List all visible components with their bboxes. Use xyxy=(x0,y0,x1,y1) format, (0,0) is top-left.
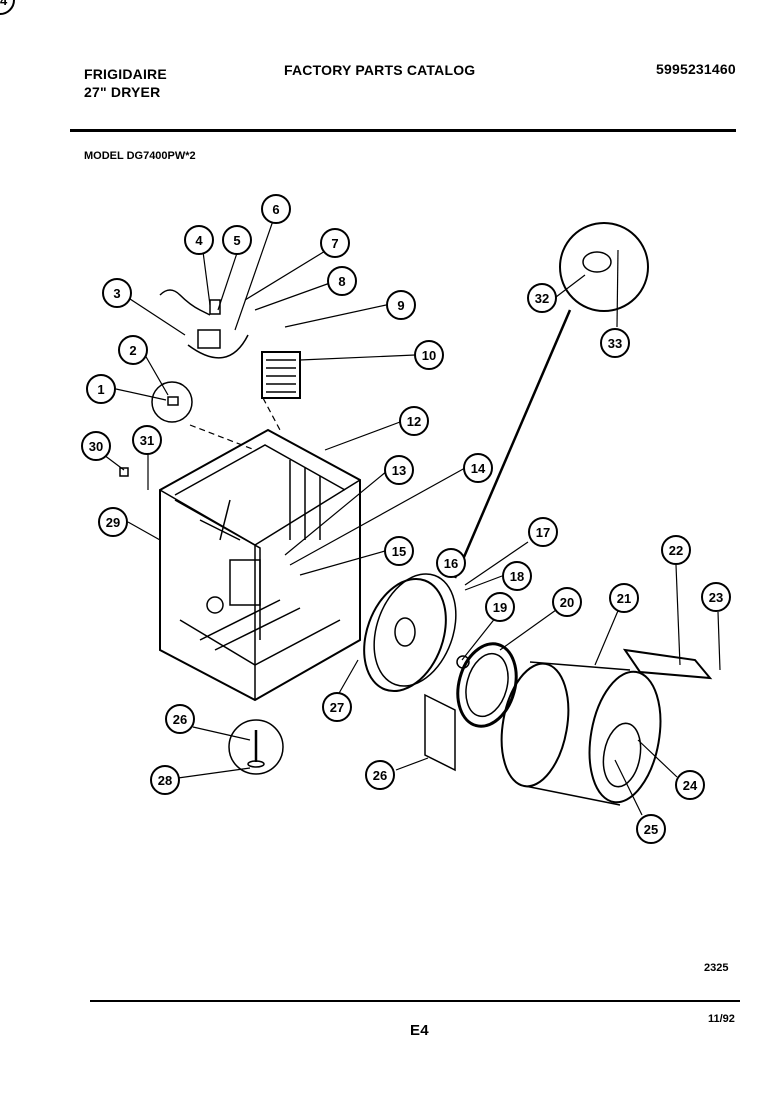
callout-14: 14 xyxy=(463,453,493,483)
header-rule xyxy=(70,129,736,132)
callout-27: 27 xyxy=(322,692,352,722)
leg-detail-drawing xyxy=(228,719,284,775)
callout-8: 8 xyxy=(327,266,357,296)
leader-lines xyxy=(99,214,721,816)
callout-label: 3 xyxy=(113,286,120,301)
callout-label: 19 xyxy=(493,600,507,615)
callout-32: 32 xyxy=(527,283,557,313)
callout-25: 25 xyxy=(636,814,666,844)
callout-label: 22 xyxy=(669,543,683,558)
callout-20: 20 xyxy=(552,587,582,617)
callout-label: 2 xyxy=(129,343,136,358)
callout-label: 9 xyxy=(397,298,404,313)
callout-21: 21 xyxy=(609,583,639,613)
callout-label: 13 xyxy=(392,463,406,478)
callout-24: 24 xyxy=(675,770,705,800)
callout-33: 33 xyxy=(600,328,630,358)
callout-9: 9 xyxy=(386,290,416,320)
callout-label: 5 xyxy=(233,233,240,248)
motor-detail-drawing xyxy=(453,222,649,579)
callout-label: 20 xyxy=(560,595,574,610)
callout-29: 29 xyxy=(98,507,128,537)
callout-label: 12 xyxy=(407,414,421,429)
callout-label: 30 xyxy=(89,439,103,454)
callout-6: 6 xyxy=(261,194,291,224)
callout-label: 4 xyxy=(195,233,203,248)
callout-3: 3 xyxy=(102,278,132,308)
callout-2: 2 xyxy=(118,335,148,365)
date-code: 11/92 xyxy=(708,1013,735,1025)
callout-label: 24 xyxy=(683,778,698,793)
small-parts-drawing xyxy=(119,289,301,477)
callout-label: 17 xyxy=(536,525,550,540)
callout-26: 26 xyxy=(365,760,395,790)
callout-label: 31 xyxy=(140,433,154,448)
part-number: 5995231460 xyxy=(656,61,736,77)
callout-17: 17 xyxy=(528,517,558,547)
callout-label: 34 xyxy=(0,0,8,8)
drawing-number: 2325 xyxy=(704,962,729,974)
callout-label: 33 xyxy=(608,336,622,351)
callout-label: 6 xyxy=(272,202,279,217)
callout-label: 16 xyxy=(444,556,458,571)
callout-label: 8 xyxy=(338,274,345,289)
callout-13: 13 xyxy=(384,455,414,485)
footer-rule xyxy=(90,1000,740,1002)
callout-label: 26 xyxy=(173,712,187,727)
brand-label: FRIGIDAIRE xyxy=(84,66,167,82)
callout-label: 29 xyxy=(106,515,120,530)
callout-22: 22 xyxy=(661,535,691,565)
callout-7: 7 xyxy=(320,228,350,258)
callout-label: 7 xyxy=(331,236,338,251)
baffle-drawing xyxy=(622,648,713,680)
callout-label: 26 xyxy=(373,768,387,783)
callout-label: 18 xyxy=(510,569,524,584)
callout-19: 19 xyxy=(485,592,515,622)
callout-label: 25 xyxy=(644,822,658,837)
callout-26: 26 xyxy=(165,704,195,734)
seal-drawing xyxy=(456,642,518,728)
cabinet-drawing xyxy=(159,428,361,702)
callout-5: 5 xyxy=(222,225,252,255)
callout-28: 28 xyxy=(150,765,180,795)
callout-label: 28 xyxy=(158,773,172,788)
callout-label: 1 xyxy=(97,382,104,397)
model-label: MODEL DG7400PW*2 xyxy=(84,150,196,162)
callout-4: 4 xyxy=(184,225,214,255)
drum-drawing xyxy=(500,661,662,806)
callout-label: 10 xyxy=(422,348,436,363)
callout-label: 21 xyxy=(617,591,631,606)
callout-label: 32 xyxy=(535,291,549,306)
callout-12: 12 xyxy=(399,406,429,436)
callout-label: 15 xyxy=(392,544,406,559)
callout-15: 15 xyxy=(384,536,414,566)
callout-10: 10 xyxy=(414,340,444,370)
callout-16: 16 xyxy=(436,548,466,578)
page-number: E4 xyxy=(410,1022,429,1039)
callout-31: 31 xyxy=(132,425,162,455)
product-label: 27" DRYER xyxy=(84,84,161,100)
callout-30: 30 xyxy=(81,431,111,461)
callout-label: 14 xyxy=(471,461,486,476)
bulkhead-drawing xyxy=(363,573,457,772)
callout-23: 23 xyxy=(701,582,731,612)
catalog-title: FACTORY PARTS CATALOG xyxy=(284,62,476,78)
callout-18: 18 xyxy=(502,561,532,591)
callout-label: 27 xyxy=(330,700,344,715)
callout-label: 23 xyxy=(709,590,723,605)
callout-1: 1 xyxy=(86,374,116,404)
callout-34: 34 xyxy=(0,0,15,15)
